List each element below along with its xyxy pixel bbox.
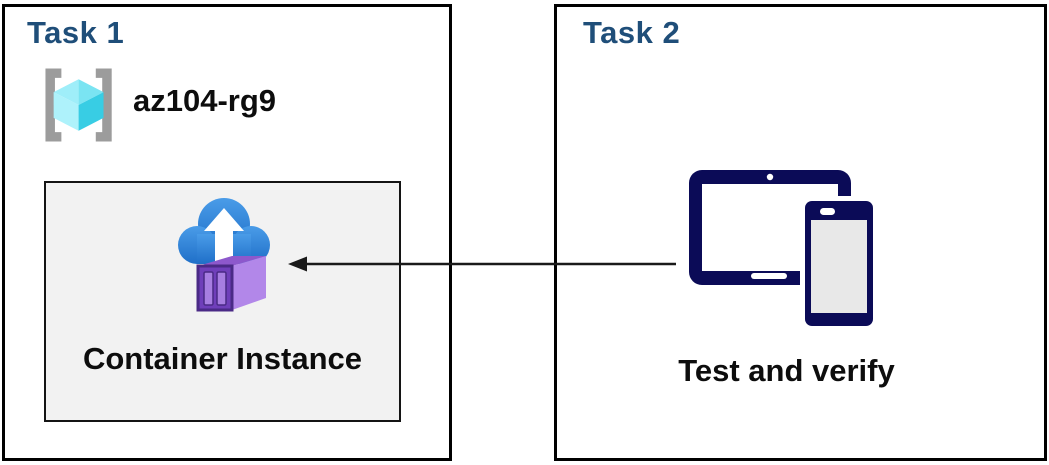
resource-group-name: az104-rg9 (133, 83, 277, 118)
flow-arrow (288, 256, 676, 272)
container-instance-box: Container Instance (44, 181, 401, 422)
resource-group-icon (45, 68, 112, 142)
tablet-home-button (751, 273, 787, 279)
phone-screen (811, 220, 867, 313)
devices-icon (689, 170, 877, 331)
task2-title: Task 2 (583, 15, 681, 50)
container-instance-label: Container Instance (82, 341, 363, 376)
container-instance-icon (178, 198, 270, 312)
cube-shape (53, 79, 104, 131)
phone-speaker (820, 208, 835, 215)
container-shape (196, 256, 266, 312)
left-bracket-shape (45, 68, 62, 142)
tablet-camera-dot (766, 173, 774, 181)
task1-title: Task 1 (27, 15, 125, 50)
test-and-verify-caption: Test and verify (678, 353, 895, 388)
arrowhead (288, 256, 307, 272)
right-bracket-shape (95, 68, 112, 142)
task1-box: Task 1 az104-rg9 (2, 4, 452, 461)
task2-box: Task 2 Test and verify (554, 4, 1047, 461)
phone-shape (800, 196, 877, 331)
upload-arrow-shape (204, 208, 244, 262)
